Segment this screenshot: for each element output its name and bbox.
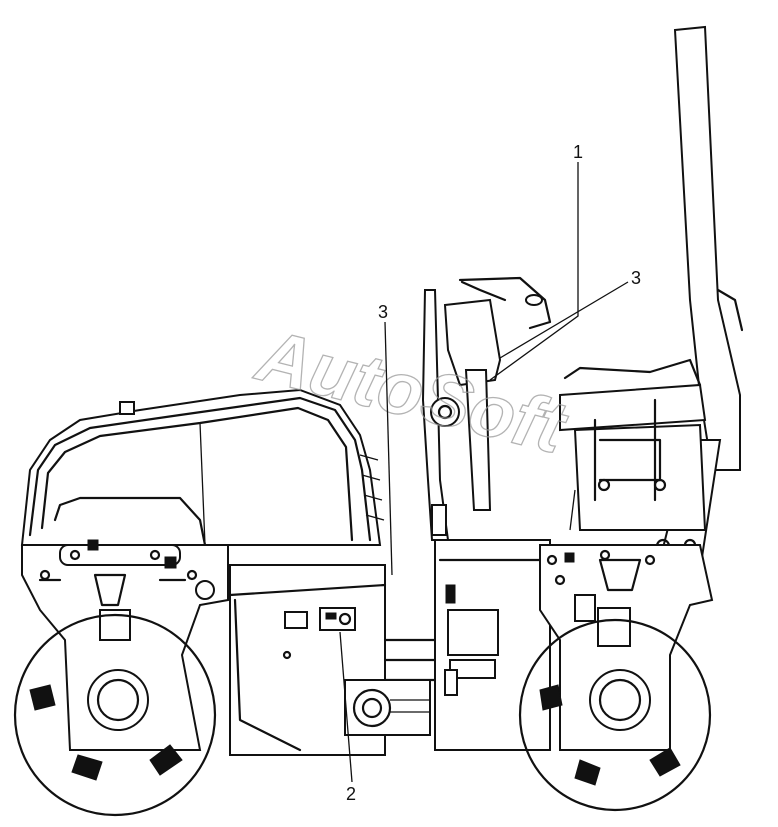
steering-console [421, 276, 552, 541]
callout-2-label: 2 [346, 784, 356, 804]
leader-3-left [384, 321, 393, 576]
callout-1-label: 1 [573, 142, 583, 162]
engine-hood [20, 388, 385, 547]
callout-leaders [339, 162, 629, 783]
front-drum-frame [539, 544, 714, 751]
leader-3-right [499, 281, 629, 359]
leader-1 [489, 162, 579, 381]
rear-drum [13, 613, 217, 817]
operator-seat [559, 358, 707, 531]
callout-3-right-label: 3 [631, 268, 641, 288]
side-control-panel [282, 607, 356, 660]
chassis [228, 539, 551, 756]
leader-2 [339, 631, 353, 783]
front-drum [518, 618, 712, 812]
rear-drum-frame [21, 539, 229, 751]
callout-3-left-label: 3 [378, 302, 388, 322]
